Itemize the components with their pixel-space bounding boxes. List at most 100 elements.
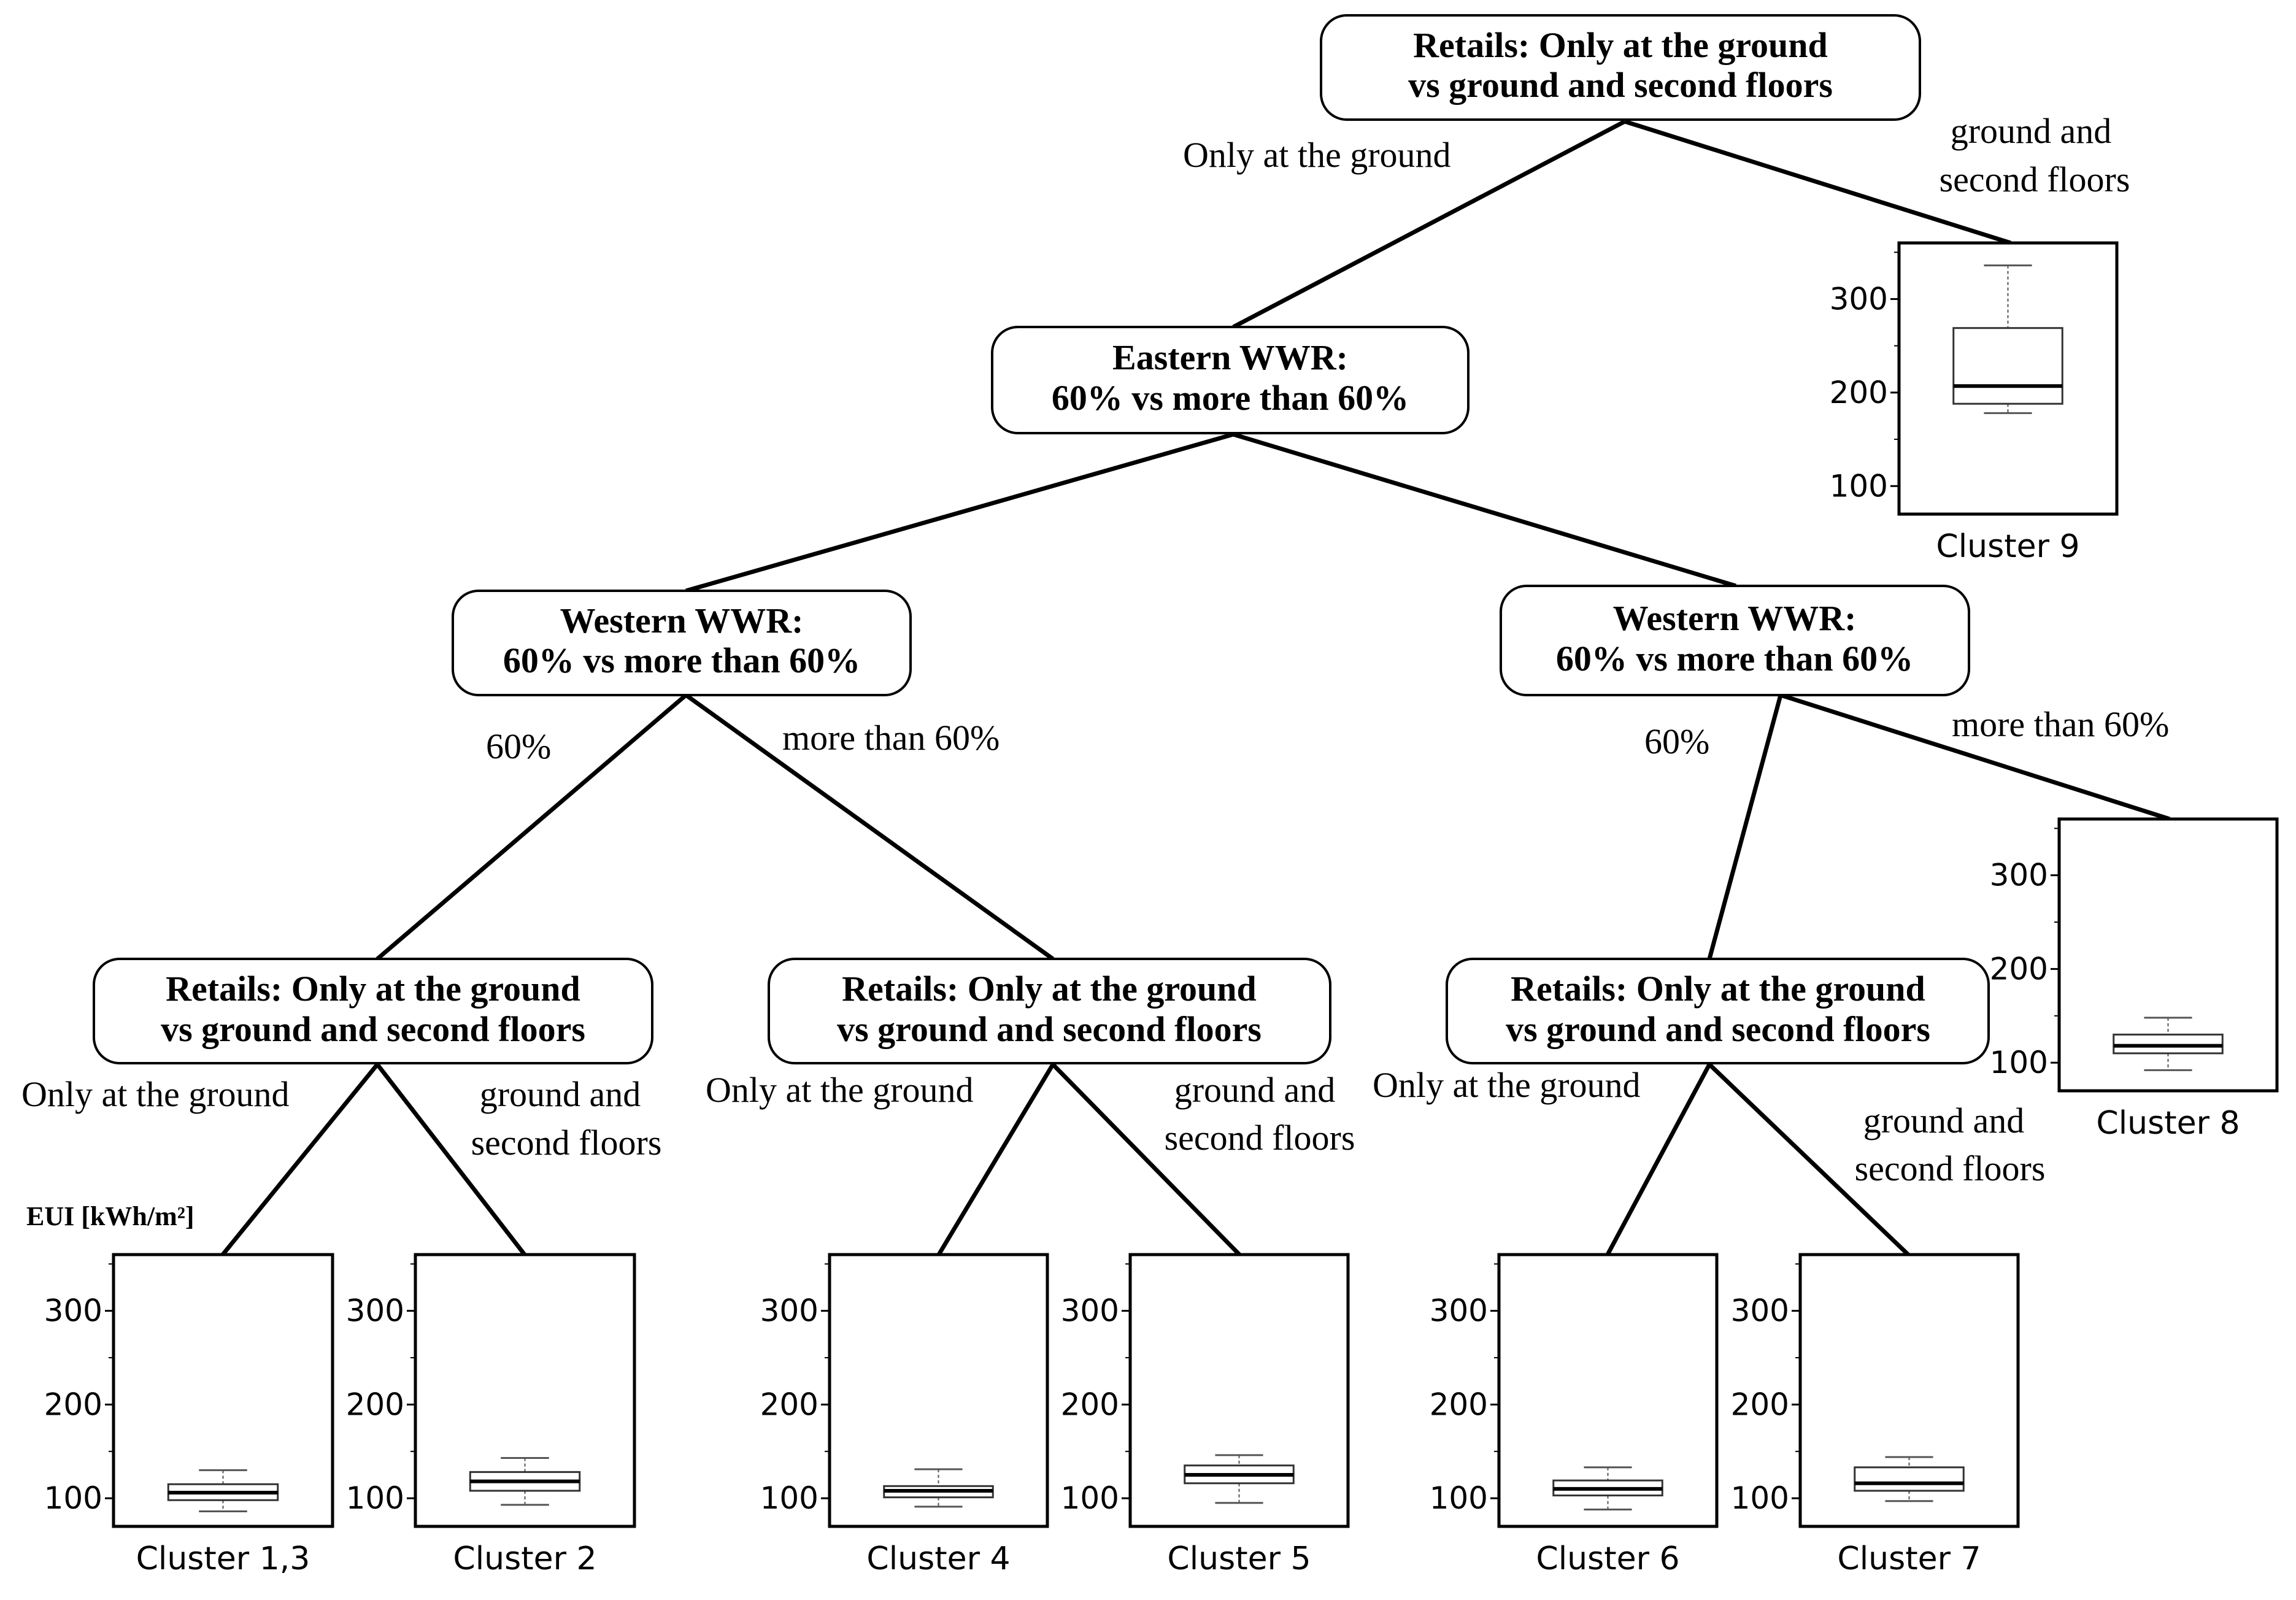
- y-tick-label: 200: [1731, 1387, 1789, 1422]
- iqr-box: [1952, 327, 2063, 405]
- cluster-label: Cluster 1,3: [136, 1540, 310, 1577]
- cluster-label: Cluster 8: [2096, 1105, 2240, 1142]
- y-tick-label: 300: [1990, 858, 2048, 893]
- node-retail-a-line2: vs ground and second floors: [161, 1009, 585, 1049]
- edge-label-root-right-2: second floors: [1940, 160, 2130, 199]
- y-tick-label: 200: [1830, 375, 1888, 410]
- y-tick-label: 300: [1430, 1293, 1488, 1329]
- node-retail-c-line1: Retails: Only at the ground: [1511, 969, 1925, 1009]
- node-retail-c-line2: vs ground and second floors: [1506, 1009, 1930, 1049]
- edge-label-wl-left: 60%: [486, 726, 551, 766]
- y-tick-label: 200: [1430, 1387, 1488, 1422]
- node-retail-b: Retails: Only at the ground vs ground an…: [768, 958, 1331, 1064]
- edge-label-rb-left: Only at the ground: [706, 1070, 974, 1110]
- edge-label-root-right-1: ground and: [1951, 111, 2112, 151]
- y-tick-label: 200: [346, 1387, 404, 1422]
- y-tick-label: 200: [760, 1387, 819, 1422]
- y-tick-label: 300: [346, 1293, 404, 1329]
- y-tick-label: 200: [44, 1387, 102, 1422]
- y-tick-label: 100: [44, 1480, 102, 1516]
- edge-eastern-westernright: [1232, 432, 1737, 588]
- edge-label-wr-right: more than 60%: [1952, 704, 2169, 744]
- edge-label-ra-left: Only at the ground: [21, 1074, 290, 1114]
- y-tick-label: 100: [1731, 1480, 1789, 1516]
- edge-retaila-cluster13: [221, 1063, 379, 1256]
- edge-label-ra-right-1: ground and: [480, 1074, 641, 1114]
- edge-label-wl-right: more than 60%: [782, 718, 1000, 758]
- node-eastern-box: [991, 326, 1470, 434]
- node-eastern-wwr: Eastern WWR: 60% vs more than 60%: [991, 326, 1470, 434]
- y-tick-label: 300: [1830, 281, 1888, 317]
- cluster-label: Cluster 7: [1837, 1540, 1981, 1577]
- y-tick-label: 100: [760, 1480, 819, 1516]
- node-retail-c-box: [1446, 958, 1990, 1064]
- edge-label-rc-right-1: ground and: [1863, 1101, 2025, 1140]
- node-western-wwr-left: Western WWR: 60% vs more than 60%: [452, 590, 912, 696]
- edge-label-rc-left: Only at the ground: [1373, 1065, 1641, 1105]
- node-western-right-line1: Western WWR:: [1613, 598, 1857, 638]
- edge-label-rc-right-2: second floors: [1855, 1148, 2046, 1188]
- y-tick-label: 300: [44, 1293, 102, 1329]
- node-western-wwr-right: Western WWR: 60% vs more than 60%: [1500, 585, 1970, 696]
- y-tick-label: 300: [1061, 1293, 1119, 1329]
- tree-edges: [221, 119, 2171, 1256]
- node-root-box: [1320, 14, 1921, 121]
- y-tick-label: 100: [1061, 1480, 1119, 1516]
- cluster-label: Cluster 9: [1936, 528, 2079, 565]
- edge-westernright-cluster8: [1779, 693, 2171, 821]
- edge-retaila-cluster2: [376, 1063, 526, 1256]
- edge-eastern-westernleft: [685, 432, 1234, 593]
- node-western-left-line2: 60% vs more than 60%: [503, 640, 860, 680]
- panel-frame: [1497, 1253, 1719, 1528]
- y-tick-label: 300: [760, 1293, 819, 1329]
- y-tick-label: 200: [1061, 1387, 1119, 1422]
- edge-root-eastern: [1232, 119, 1626, 329]
- cluster-label: Cluster 2: [453, 1540, 596, 1577]
- edge-root-cluster9: [1624, 119, 2012, 245]
- y-tick-label: 100: [1430, 1480, 1488, 1516]
- edge-label-ra-right-2: second floors: [471, 1123, 662, 1163]
- y-tick-label: 100: [346, 1480, 404, 1516]
- node-retail-b-box: [768, 958, 1331, 1064]
- node-western-right-box: [1500, 585, 1970, 696]
- node-retail-b-line1: Retails: Only at the ground: [842, 969, 1257, 1009]
- edge-westernleft-retailb: [684, 693, 1055, 961]
- edge-retailb-cluster5: [1051, 1063, 1241, 1256]
- edge-label-rb-right-1: ground and: [1174, 1070, 1336, 1110]
- node-root-line2: vs ground and second floors: [1408, 65, 1833, 105]
- node-western-left-box: [452, 590, 912, 696]
- node-retail-a-line1: Retails: Only at the ground: [166, 969, 580, 1009]
- node-root: Retails: Only at the ground vs ground an…: [1320, 14, 1921, 121]
- cluster-label: Cluster 6: [1536, 1540, 1679, 1577]
- panel-frame: [112, 1253, 334, 1528]
- edge-label-root-left: Only at the ground: [1183, 135, 1451, 175]
- edge-retailc-cluster7: [1708, 1063, 1910, 1256]
- node-western-left-line1: Western WWR:: [560, 601, 804, 640]
- edge-westernleft-retaila: [376, 693, 688, 961]
- node-retail-a: Retails: Only at the ground vs ground an…: [93, 958, 653, 1064]
- node-retail-a-box: [93, 958, 653, 1064]
- iqr-box: [2113, 1033, 2224, 1055]
- y-tick-label: 100: [1990, 1045, 2048, 1080]
- edge-retailb-cluster4: [936, 1063, 1055, 1256]
- edge-retailc-cluster6: [1605, 1063, 1712, 1256]
- node-eastern-line1: Eastern WWR:: [1112, 337, 1348, 377]
- node-root-line1: Retails: Only at the ground: [1413, 25, 1828, 65]
- y-tick-label: 300: [1731, 1293, 1789, 1329]
- iqr-box: [1854, 1466, 1965, 1492]
- y-tick-label: 100: [1830, 468, 1888, 504]
- edge-label-wr-left: 60%: [1644, 721, 1709, 761]
- edge-label-rb-right-2: second floors: [1165, 1118, 1355, 1158]
- node-retail-b-line2: vs ground and second floors: [837, 1009, 1262, 1049]
- axis-title-eui: EUI [kWh/m²]: [26, 1201, 195, 1231]
- node-eastern-line2: 60% vs more than 60%: [1052, 378, 1409, 418]
